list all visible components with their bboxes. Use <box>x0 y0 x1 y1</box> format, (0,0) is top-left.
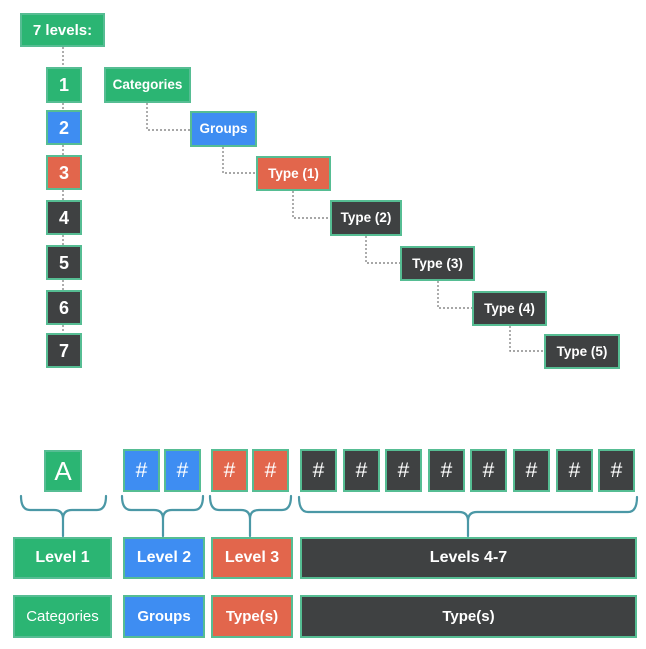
level-number-2: 2 <box>46 110 82 145</box>
token-hash-box-dark-7: # <box>556 449 593 492</box>
name-groups-box: Groups <box>123 595 205 638</box>
cascade-box-categories: Categories <box>104 67 191 103</box>
token-hash-box-dark-8: # <box>598 449 635 492</box>
token-hash-box-blue-2: # <box>164 449 201 492</box>
cascade-box-groups: Groups <box>190 111 257 147</box>
seven-levels-title: 7 levels: <box>20 13 105 47</box>
connector-type2-to-type3 <box>365 236 400 264</box>
cascade-box-type-5: Type (5) <box>544 334 620 369</box>
brace-level-3 <box>208 494 293 538</box>
token-hash-box-red-2: # <box>252 449 289 492</box>
token-hash-box-dark-1: # <box>300 449 337 492</box>
level-3-label-box: Level 3 <box>211 537 293 579</box>
cascade-box-type-4: Type (4) <box>472 291 547 326</box>
connector-type1-to-type2 <box>292 191 330 219</box>
level-number-1: 1 <box>46 67 82 103</box>
token-hash-box-dark-6: # <box>513 449 550 492</box>
name-categories-box: Categories <box>13 595 112 638</box>
name-types-dark-box: Type(s) <box>300 595 637 638</box>
token-hash-box-dark-2: # <box>343 449 380 492</box>
cascade-box-type-2: Type (2) <box>330 200 402 236</box>
connector-type3-to-type4 <box>437 281 472 309</box>
connector-groups-to-type1 <box>222 147 256 174</box>
token-hash-box-dark-5: # <box>470 449 507 492</box>
cascade-box-type-3: Type (3) <box>400 246 475 281</box>
level-number-5: 5 <box>46 245 82 280</box>
connector-type4-to-type5 <box>509 326 544 352</box>
token-hash-box-dark-3: # <box>385 449 422 492</box>
level-number-6: 6 <box>46 290 82 325</box>
level-1-label-box: Level 1 <box>13 537 112 579</box>
token-hash-box-red-1: # <box>211 449 248 492</box>
cascade-box-type-1: Type (1) <box>256 156 331 191</box>
level-2-label-box: Level 2 <box>123 537 205 579</box>
name-types-red-box: Type(s) <box>211 595 293 638</box>
level-number-3: 3 <box>46 155 82 190</box>
level-number-4: 4 <box>46 200 82 235</box>
token-letter-box: A <box>44 450 82 492</box>
token-hash-box-dark-4: # <box>428 449 465 492</box>
brace-level-1 <box>19 494 108 538</box>
levels-4-7-label-box: Levels 4-7 <box>300 537 637 579</box>
token-hash-box-blue-1: # <box>123 449 160 492</box>
brace-level-2 <box>120 494 205 538</box>
brace-levels-4-7 <box>297 495 639 538</box>
level-number-7: 7 <box>46 333 82 368</box>
connector-categories-to-groups <box>146 103 190 131</box>
